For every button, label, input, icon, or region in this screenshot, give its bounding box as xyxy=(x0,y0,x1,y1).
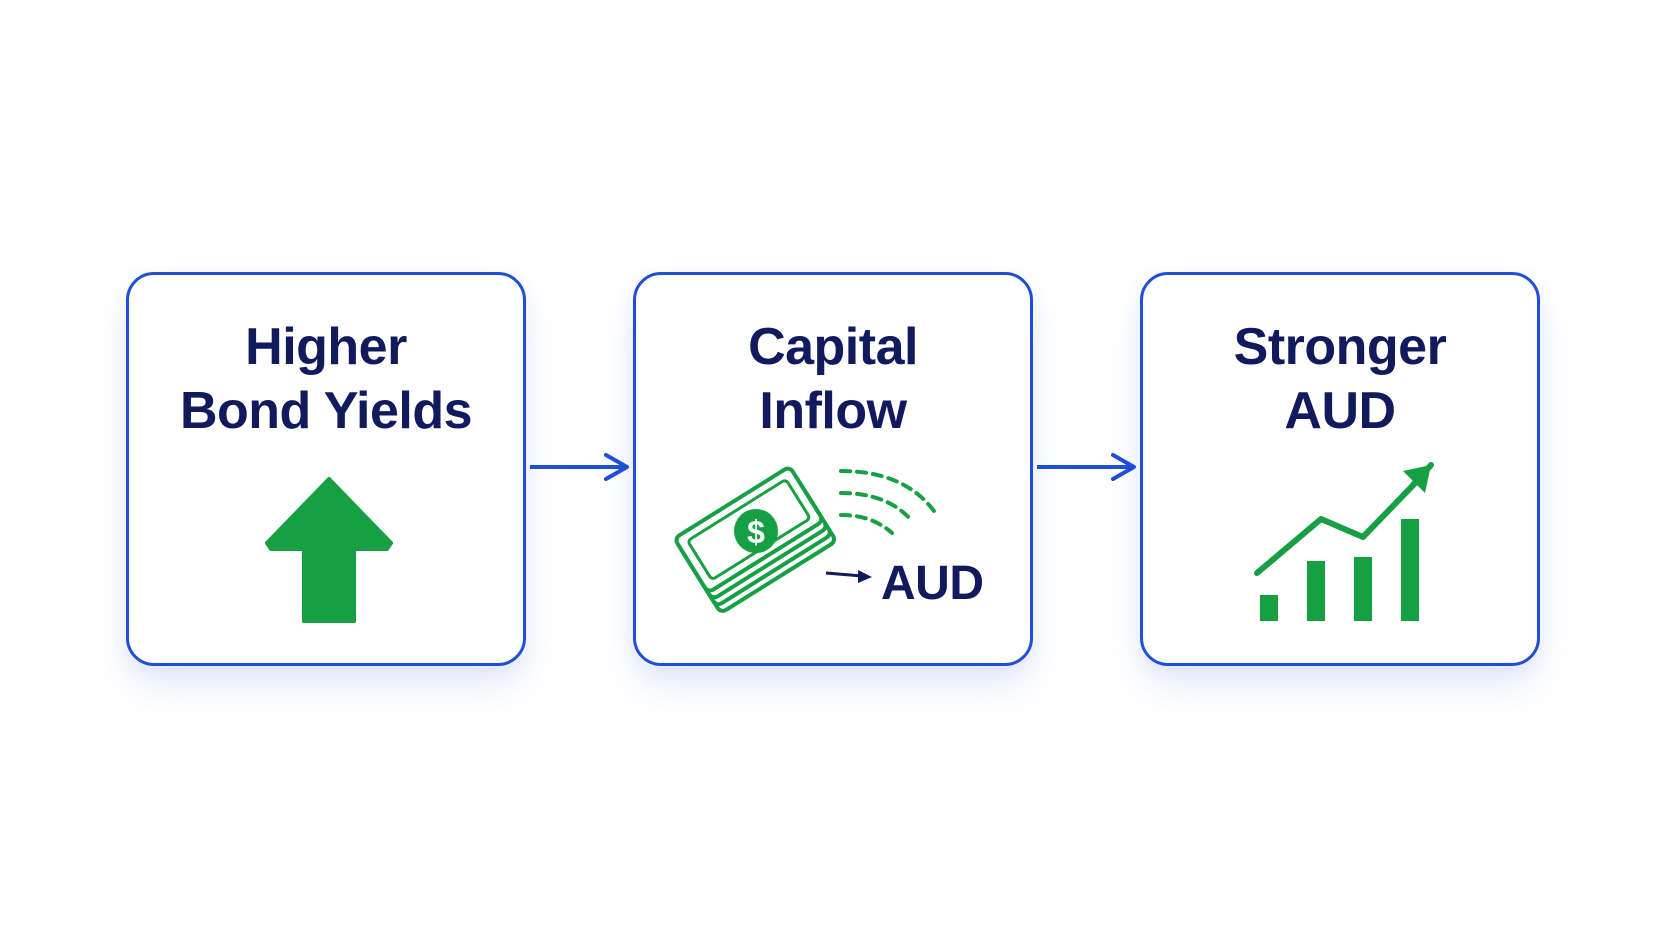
step-title-line1: Higher xyxy=(245,318,407,376)
step-title: Higher Bond Yields xyxy=(129,315,523,443)
step-title-line1: Capital xyxy=(748,318,918,376)
step-title: Stronger AUD xyxy=(1143,315,1537,443)
growth-chart-icon xyxy=(1254,462,1434,621)
up-arrow-icon xyxy=(265,477,393,623)
step-box-higher-bond-yields: Higher Bond Yields xyxy=(126,272,526,666)
aud-label: AUD xyxy=(881,557,984,610)
step-title-line2: Bond Yields xyxy=(179,382,473,440)
step-title-line2: Inflow xyxy=(759,382,907,440)
svg-text:$: $ xyxy=(747,514,765,550)
connector-arrow xyxy=(530,453,629,481)
step-box-stronger-aud: Stronger AUD xyxy=(1140,272,1540,666)
step-title-line2: AUD xyxy=(1284,382,1396,440)
step-box-capital-inflow: Capital Inflow $ AUD xyxy=(633,272,1033,666)
step-title: Capital Inflow xyxy=(636,315,1030,443)
step-title-line1: Stronger xyxy=(1233,318,1447,376)
cash-flow-icon: $ xyxy=(674,466,936,613)
connector-arrow xyxy=(1037,453,1136,481)
